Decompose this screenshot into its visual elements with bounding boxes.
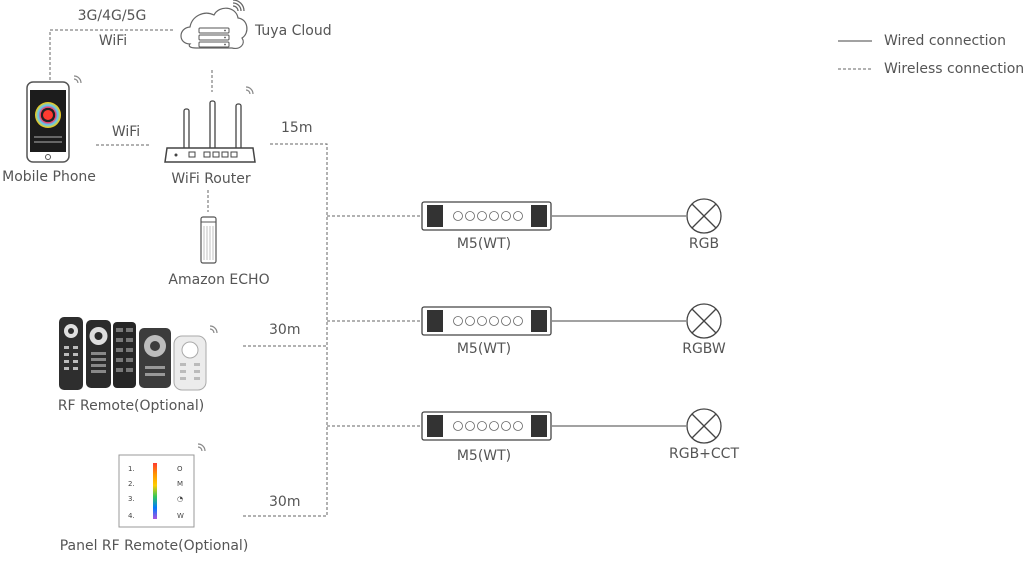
controller-2-label: M5(WT) — [456, 341, 512, 357]
wifi-top-label: WiFi — [98, 33, 128, 49]
rf-remote-label: RF Remote(Optional) — [57, 398, 205, 414]
load-2-label: RGBW — [682, 341, 726, 357]
mobile-phone-icon — [26, 81, 70, 163]
controller-1-icon — [421, 201, 552, 231]
wired-links — [552, 40, 872, 427]
phone-label: Mobile Phone — [2, 169, 96, 185]
controller-1-label: M5(WT) — [456, 236, 512, 252]
lamp-rgbcct-icon — [686, 408, 722, 444]
panel-key-on: O — [177, 465, 183, 473]
wifi-router-icon — [164, 100, 256, 163]
rf-remote-group-icon — [59, 317, 207, 391]
cloud-label: Tuya Cloud — [255, 23, 332, 39]
cloud-icon — [180, 7, 248, 49]
controller-2-icon — [421, 306, 552, 336]
router-label: WiFi Router — [171, 171, 251, 187]
wireless-links — [49, 29, 872, 517]
panel-key-white: W — [177, 512, 184, 520]
wifi-signal-icon — [209, 325, 218, 334]
panel-remote-icon: 1. 2. 3. 4. O M ◔ W — [118, 454, 195, 528]
cellular-link — [49, 29, 175, 80]
lamp-rgb-icon — [686, 198, 722, 234]
panel-key-2: 2. — [128, 480, 135, 488]
panel-key-3: 3. — [128, 495, 135, 503]
echo-label: Amazon ECHO — [168, 272, 270, 288]
controller-3-label: M5(WT) — [456, 448, 512, 464]
controller-3-icon — [421, 411, 552, 441]
panel-key-brightness: ◔ — [177, 495, 183, 503]
wifi-link-label: WiFi — [111, 124, 141, 140]
panel-key-1: 1. — [128, 465, 135, 473]
panel-key-mode: M — [177, 480, 183, 488]
load-1-label: RGB — [688, 236, 720, 252]
panel-key-4: 4. — [128, 512, 135, 520]
wifi-signal-icon — [232, 0, 245, 12]
load-3-label: RGB+CCT — [668, 446, 740, 462]
lamp-rgbw-icon — [686, 303, 722, 339]
rf-distance-label: 30m — [269, 322, 301, 338]
cellular-label: 3G/4G/5G — [77, 8, 147, 24]
wifi-signal-icon — [245, 86, 254, 95]
panel-distance-label: 30m — [269, 494, 301, 510]
wifi-signal-icon — [73, 75, 82, 84]
wifi-signal-icon — [197, 443, 206, 452]
amazon-echo-icon — [200, 216, 217, 264]
router-bus-link — [270, 143, 328, 516]
legend-wireless-label: Wireless connection — [884, 61, 1024, 77]
panel-key-labels: 1. 2. 3. 4. O M ◔ W — [128, 465, 184, 520]
router-distance-label: 15m — [281, 120, 313, 136]
legend-wired-label: Wired connection — [884, 33, 1006, 49]
panel-remote-label: Panel RF Remote(Optional) — [59, 538, 249, 554]
